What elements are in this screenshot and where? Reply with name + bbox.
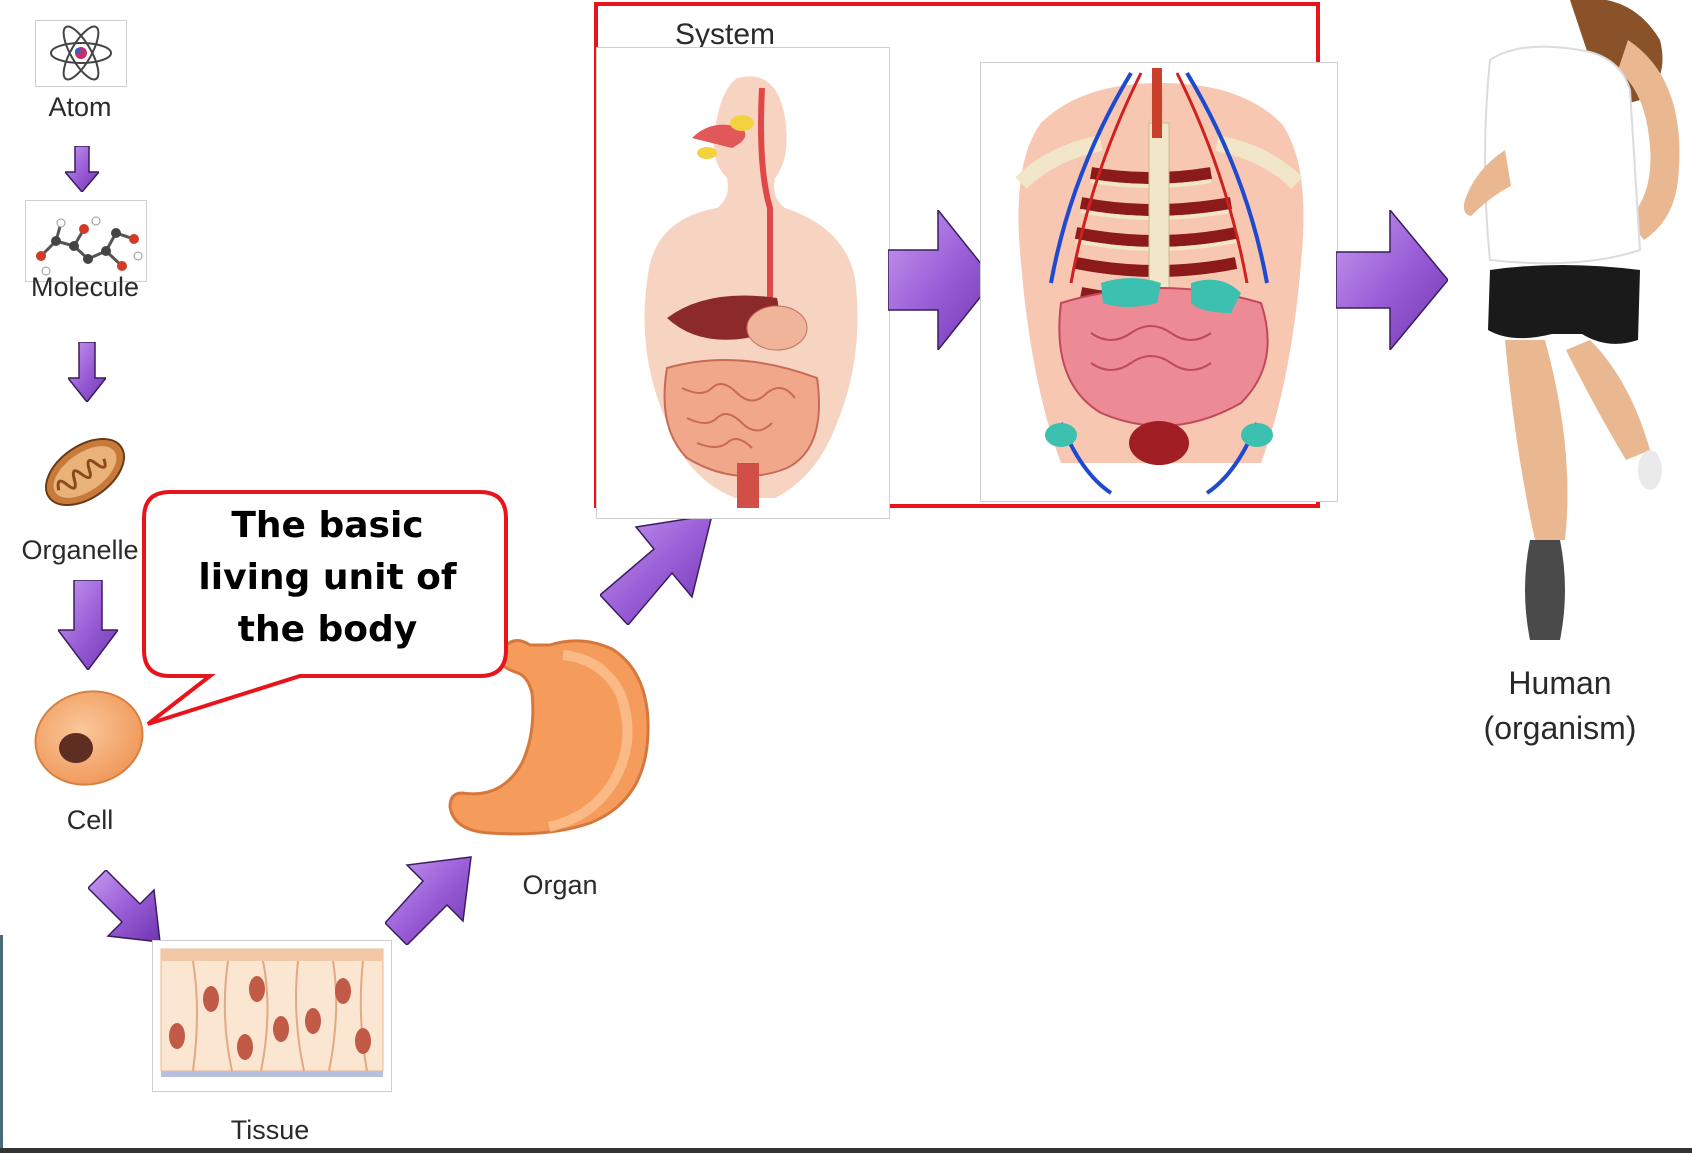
organism-label-line2: (organism) — [1455, 710, 1665, 747]
callout-line-3: the body — [150, 604, 505, 656]
arrow-diagonal-icon — [600, 515, 715, 625]
arrow-diagonal-icon — [385, 855, 475, 945]
cell-icon — [32, 688, 147, 788]
digestive-system-image — [596, 47, 890, 519]
left-edge-bar — [0, 935, 3, 1148]
organelle-icon — [38, 428, 133, 516]
atom-icon — [36, 21, 126, 86]
atom-label: Atom — [25, 92, 135, 123]
cell-label: Cell — [40, 805, 140, 836]
tissue-image — [152, 940, 392, 1092]
arrow-down-icon — [58, 580, 118, 670]
molecule-label: Molecule — [10, 272, 160, 303]
atom-image — [35, 20, 127, 87]
bottom-edge-bar — [0, 1148, 1692, 1153]
arrow-down-icon — [65, 146, 99, 192]
organelle-label: Organelle — [5, 535, 155, 566]
arrow-right-icon — [1336, 210, 1448, 350]
digestive-system-icon — [597, 48, 889, 518]
callout-text: The basic living unit of the body — [150, 500, 505, 656]
organ-systems-image — [980, 62, 1338, 502]
molecule-icon — [26, 201, 146, 281]
arrow-down-icon — [68, 342, 106, 402]
arrow-right-icon — [888, 210, 994, 350]
molecule-image — [25, 200, 147, 282]
callout-line-1: The basic — [150, 500, 505, 552]
runner-icon — [1450, 0, 1690, 655]
tissue-label: Tissue — [205, 1115, 335, 1146]
organ-systems-icon — [981, 63, 1337, 501]
organism-label-line1: Human — [1480, 665, 1640, 702]
organ-label: Organ — [495, 870, 625, 901]
tissue-icon — [153, 941, 391, 1091]
callout-line-2: living unit of — [150, 552, 505, 604]
arrow-diagonal-icon — [88, 870, 163, 945]
